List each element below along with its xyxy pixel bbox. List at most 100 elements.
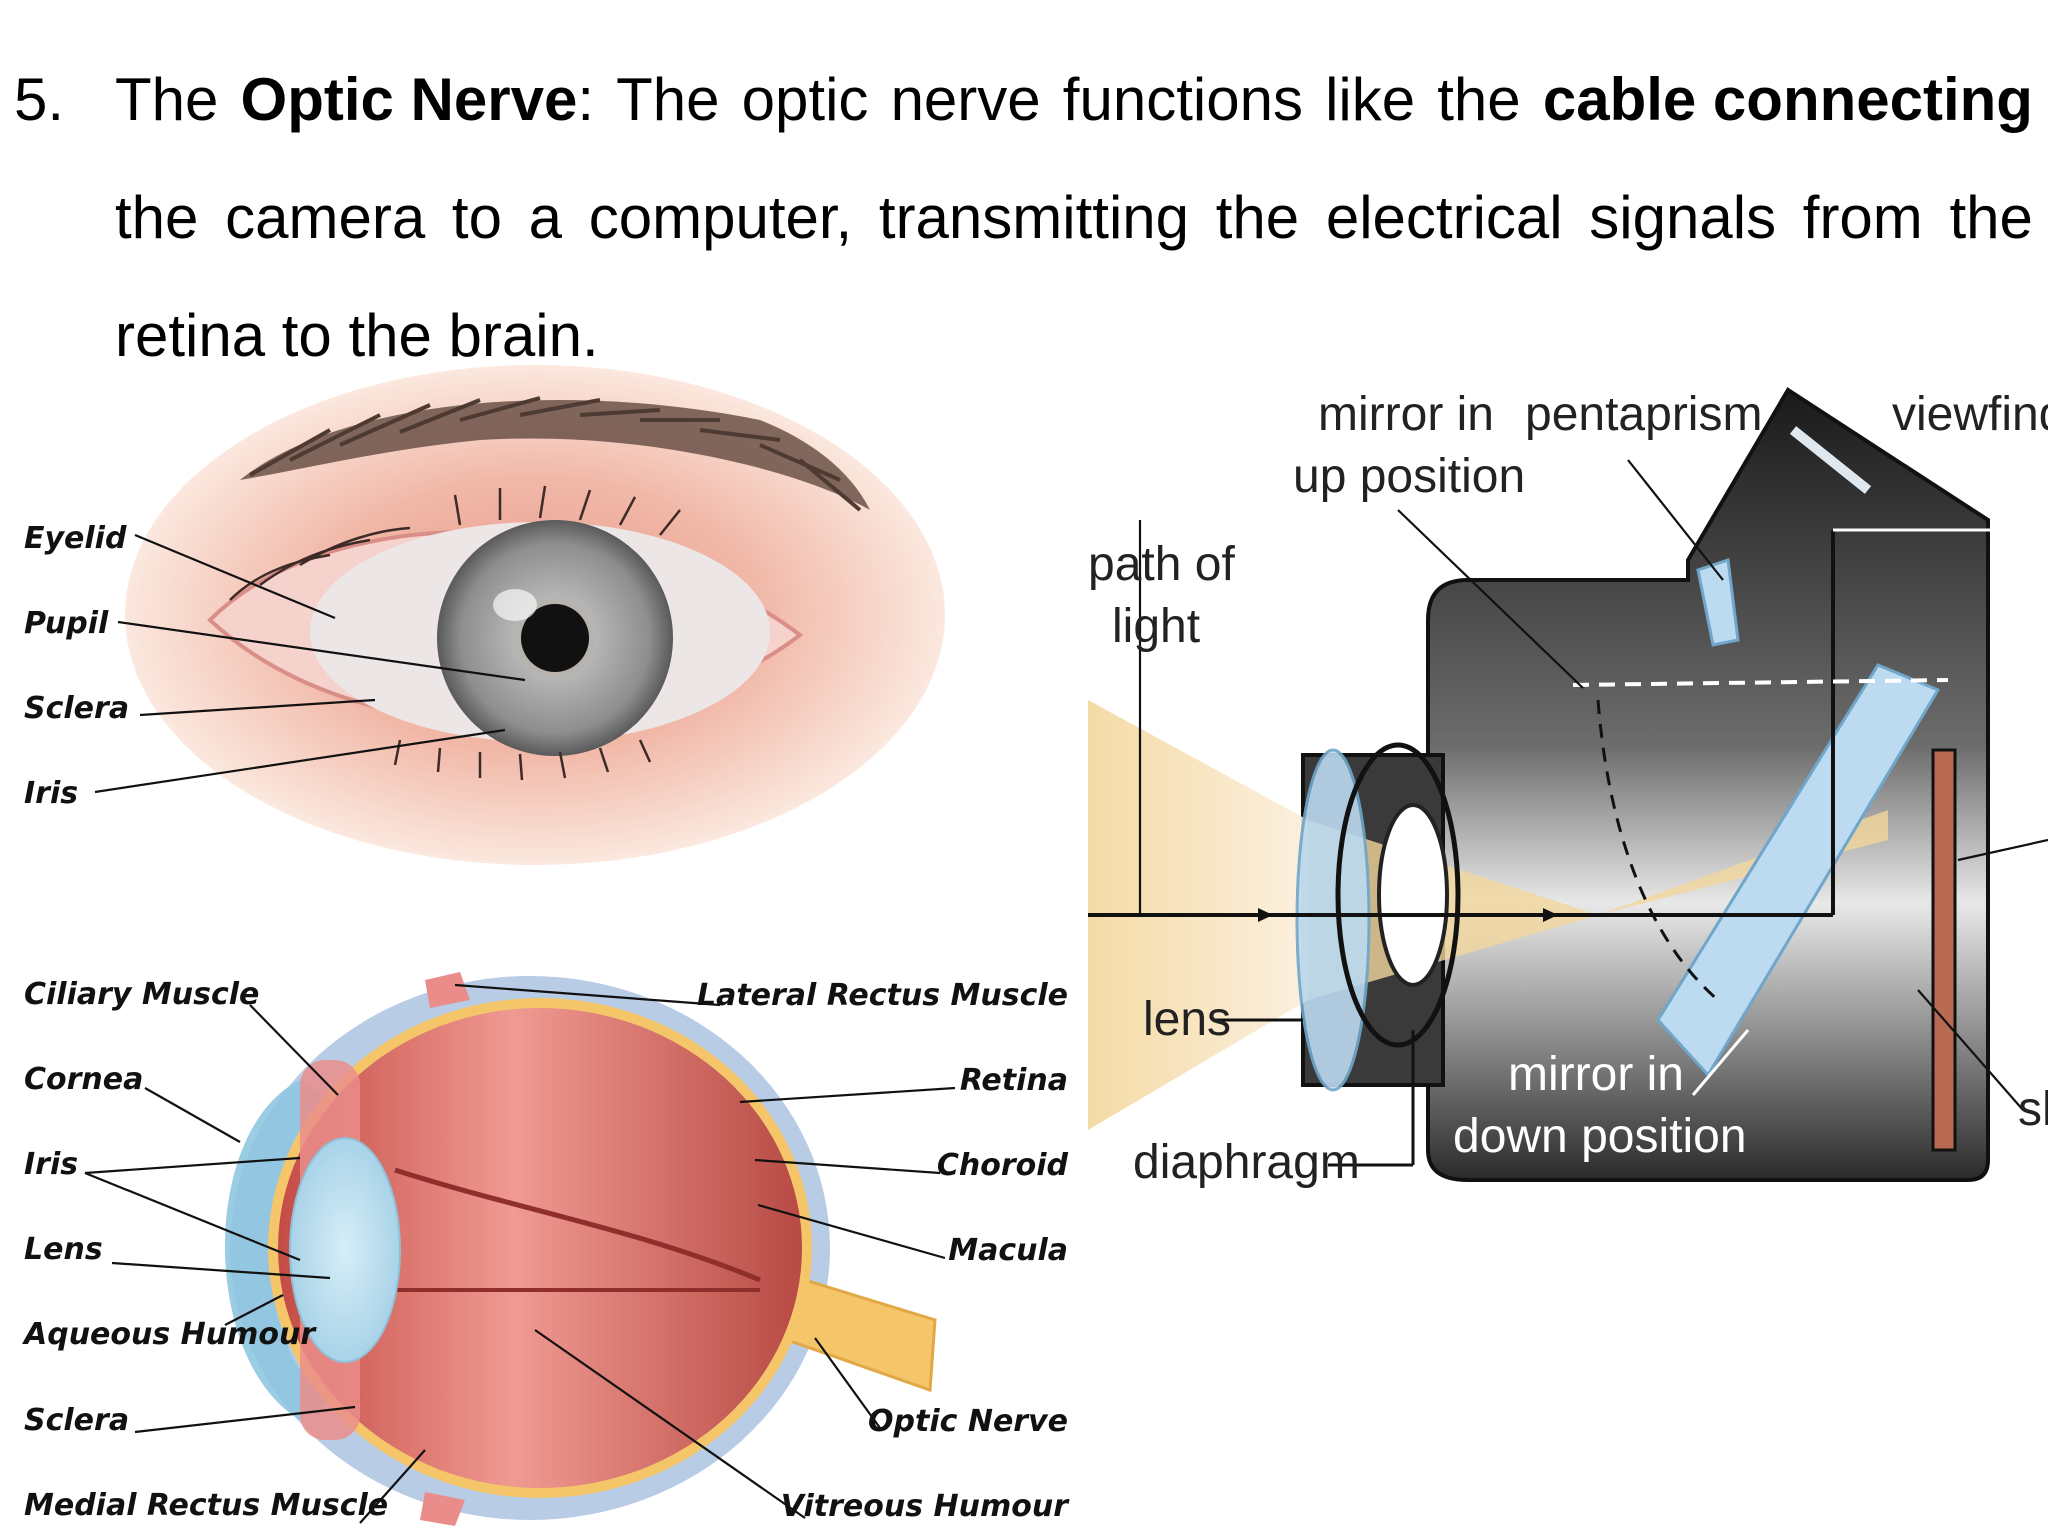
eyeball-body xyxy=(278,1008,802,1488)
lateral-rectus-muscle xyxy=(425,972,470,1008)
leader-optic xyxy=(814,1337,881,1429)
label-medial-rectus-muscle: Medial Rectus Muscle xyxy=(24,1488,388,1523)
label-mirror-up-2: up position xyxy=(1293,450,1525,503)
arrow-head xyxy=(1543,908,1558,922)
leader-pentaprism xyxy=(1627,459,1724,581)
word: signals xyxy=(1589,184,1777,251)
label-mirror-down-2: down position xyxy=(1453,1110,1747,1163)
word: nerve xyxy=(890,66,1041,133)
camera-diagram: mirror in up position pentaprism viewfin… xyxy=(1088,387,2048,1189)
camera-body xyxy=(1426,387,1990,1182)
external-eye-diagram: Eyelid Pupil Sclera Iris xyxy=(24,365,945,865)
word: electrical xyxy=(1325,184,1563,251)
word: functions xyxy=(1062,66,1303,133)
label-retina: Retina xyxy=(960,1063,1068,1098)
paragraph-line-2: the camera to a computer, transmitting t… xyxy=(115,188,2033,248)
leader-macula xyxy=(757,1203,946,1260)
leader-sclera xyxy=(139,698,376,717)
word: computer, xyxy=(588,184,853,251)
label-cornea: Cornea xyxy=(24,1062,143,1097)
label-light: light xyxy=(1112,600,1200,653)
leader-medial xyxy=(359,1449,426,1524)
camera-lens-element xyxy=(1295,748,1371,1092)
lens xyxy=(289,1137,401,1363)
label-lens: Lens xyxy=(24,1232,103,1267)
leader-iris-1 xyxy=(84,1156,301,1175)
word: from xyxy=(1802,184,1923,251)
label-pentaprism: pentaprism xyxy=(1525,388,1762,441)
diaphragm-ring xyxy=(1335,742,1461,1048)
label-pupil: Pupil xyxy=(24,606,109,641)
leader-lines-right xyxy=(454,983,956,1519)
word: like xyxy=(1325,66,1416,133)
label-optic-nerve: Optic Nerve xyxy=(868,1404,1068,1439)
eyebrow xyxy=(240,400,870,510)
leader-vitreous xyxy=(534,1329,806,1519)
label-mirror-up-1: mirror in xyxy=(1318,388,1494,441)
label-diaphragm: diaphragm xyxy=(1133,1136,1360,1189)
leader-iris-2 xyxy=(84,1171,301,1262)
pupil xyxy=(521,604,589,672)
label-lateral-rectus-muscle: Lateral Rectus Muscle xyxy=(697,978,1068,1013)
arrow-head xyxy=(1258,908,1273,922)
leader-iris xyxy=(94,728,506,794)
label-mirror-down-1: mirror in xyxy=(1508,1048,1684,1101)
pentaprism-block xyxy=(1696,557,1740,647)
word: the xyxy=(1949,184,2033,251)
leader-eyelid xyxy=(134,533,336,620)
leader-lines-left xyxy=(84,1004,426,1524)
list-number: 5. xyxy=(14,66,65,133)
leader-sclera xyxy=(134,1405,356,1434)
paragraph-line-3: retina to the brain. xyxy=(115,302,599,369)
word: optic xyxy=(741,66,869,133)
word: the xyxy=(1437,66,1521,133)
word: The xyxy=(616,66,720,133)
word: The xyxy=(115,66,219,133)
paragraph: 5. The Optic Nerve: The optic nerve func… xyxy=(0,40,2048,380)
leader-mirror-down xyxy=(1691,1029,1750,1096)
eyelashes xyxy=(229,485,681,781)
label-iris: Iris xyxy=(24,776,78,811)
viewfinder-mirror xyxy=(1789,426,1872,494)
word-bold: Optic Nerve: xyxy=(240,66,594,133)
label-eyelid: Eyelid xyxy=(24,521,127,556)
word: the xyxy=(1215,184,1300,251)
eye-cross-section-diagram: Ciliary Muscle Cornea Iris Lens Aqueous … xyxy=(22,972,1070,1526)
label-viewfinder: viewfinde xyxy=(1892,388,2048,441)
paragraph-line-1: The Optic Nerve: The optic nerve functio… xyxy=(115,70,2033,130)
leader-aqueous xyxy=(224,1294,284,1326)
medial-rectus-muscle xyxy=(420,1492,465,1526)
label-lens: lens xyxy=(1143,993,1231,1046)
reflex-mirror xyxy=(1656,663,1941,1078)
label-sclera: Sclera xyxy=(24,1403,129,1438)
label-ciliary-muscle: Ciliary Muscle xyxy=(24,977,259,1012)
word-bold: cable connecting xyxy=(1542,66,2033,133)
leader-lateral xyxy=(454,983,721,1007)
leader-choroid xyxy=(754,1158,941,1175)
mirror-up-dashed xyxy=(1572,678,1949,687)
label-iris: Iris xyxy=(24,1147,78,1182)
leader-mirror-up xyxy=(1397,509,1584,689)
word: a xyxy=(528,184,563,251)
label-path-of: path of xyxy=(1088,538,1235,591)
mirror-swing-dashed xyxy=(1596,699,1719,1002)
diaphragm-inner xyxy=(1377,803,1449,987)
word: the xyxy=(115,184,199,251)
cornea xyxy=(225,1080,330,1420)
word: transmitting xyxy=(878,184,1190,251)
label-macula: Macula xyxy=(948,1233,1068,1268)
leader-shutter-2 xyxy=(1917,989,2024,1111)
vessel xyxy=(394,1167,761,1283)
eye-highlight xyxy=(493,589,537,621)
leader-pupil xyxy=(117,620,526,682)
word: to xyxy=(451,184,502,251)
label-aqueous-humour: Aqueous Humour xyxy=(22,1317,317,1352)
label-shutter-partial: sh xyxy=(2018,1083,2048,1136)
leader-cornea xyxy=(144,1087,241,1143)
eyebrow-hairs xyxy=(249,396,862,512)
word: camera xyxy=(225,184,426,251)
label-choroid: Choroid xyxy=(937,1148,1069,1183)
label-sclera: Sclera xyxy=(24,691,129,726)
leader-lens xyxy=(111,1261,331,1280)
label-vitreous-humour: Vitreous Humour xyxy=(781,1489,1070,1524)
